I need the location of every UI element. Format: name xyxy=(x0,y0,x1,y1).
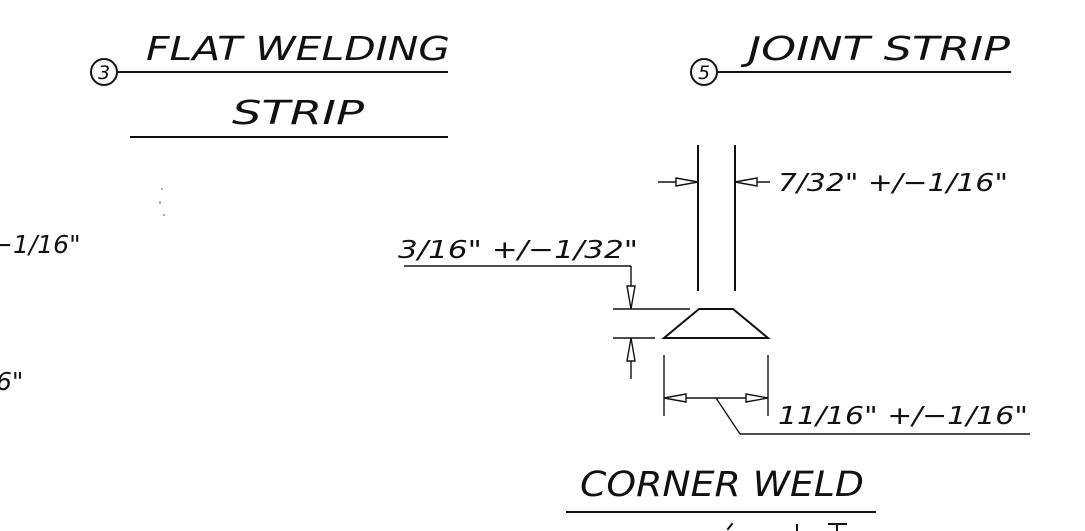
dim-bottom-width-text: 11/16" +/−1/16" xyxy=(778,401,1028,430)
dim-height: 3/16" +/−1/32" xyxy=(398,235,690,379)
bottom-cutoff-marks xyxy=(726,522,847,531)
corner-weld-profile xyxy=(661,308,771,339)
dim-top-width: 7/32" +/−1/16" xyxy=(658,168,1008,197)
flat-welding-title: FLAT WELDING xyxy=(146,29,450,68)
corner-weld-title: CORNER WELD xyxy=(580,465,864,505)
detail-5-header: 5 JOINT STRIP xyxy=(690,29,1011,86)
dim-bottom-width: 11/16" +/−1/16" xyxy=(663,355,1030,435)
faint-marks xyxy=(159,188,165,216)
dim-height-text: 3/16" +/−1/32" xyxy=(398,235,638,264)
corner-weld-title-group: CORNER WELD xyxy=(566,465,876,513)
detail-3-header: 3 FLAT WELDING STRIP xyxy=(90,29,450,138)
dim-top-width-text: 7/32" +/−1/16" xyxy=(778,168,1008,197)
strip-title: STRIP xyxy=(232,93,364,132)
callout-number-3: 3 xyxy=(98,62,110,84)
callout-number-5: 5 xyxy=(698,62,710,84)
left-dim-text-2: 6" xyxy=(0,367,23,396)
joint-strip-body xyxy=(697,145,736,291)
joint-strip-title: JOINT STRIP xyxy=(740,29,1010,68)
left-dim-text-1: −1/16" xyxy=(0,230,81,259)
